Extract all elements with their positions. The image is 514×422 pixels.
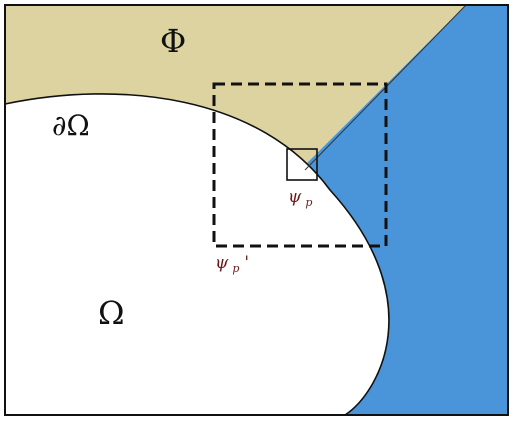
boundary-curve <box>4 93 390 416</box>
psi-p-symbol: ψ <box>288 187 302 207</box>
psi-p-prime-symbol: ψ <box>215 253 229 273</box>
boundary-label: ∂Ω <box>52 109 90 142</box>
omega-label: Ω <box>98 294 125 332</box>
frame <box>4 4 509 416</box>
psi-p-prime-label: ψ p ' <box>215 253 249 276</box>
psi-p-prime-subscript: p <box>232 262 239 275</box>
window-psi-p <box>286 148 318 181</box>
omega-region <box>5 93 389 415</box>
psi-p-prime-mark: ' <box>244 253 249 273</box>
psi-p-label: ψ p <box>288 187 312 209</box>
phi-label: Φ <box>160 22 186 60</box>
psi-p-subscript: p <box>305 196 312 209</box>
window-psi-p-prime <box>212 82 388 248</box>
